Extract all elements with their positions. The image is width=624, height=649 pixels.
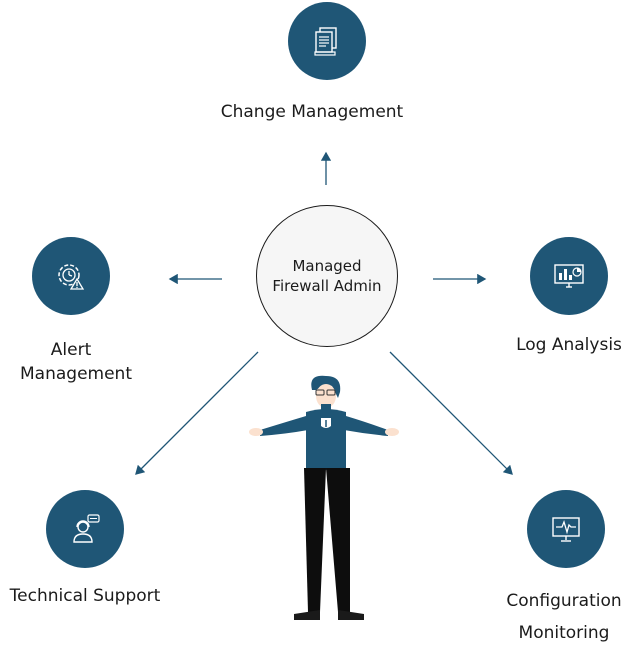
administrator-illustration [249,375,399,620]
node-change-management [288,2,366,80]
analytics-monitor-icon [550,257,588,295]
label-technical-support: Technical Support [9,586,161,606]
center-label-line1: Managed [292,257,362,275]
label-alert-management-line2: Management [20,364,132,384]
label-change-management: Change Management [220,102,404,122]
node-configuration-monitoring [527,490,605,568]
center-label-line2: Firewall Admin [272,277,382,295]
alert-gear-icon [52,257,90,295]
documents-icon [309,23,345,59]
support-agent-icon [66,510,104,548]
node-technical-support [46,490,124,568]
label-configuration-monitoring-line2: Monitoring [518,623,610,643]
arrow-to-technical-support [135,351,259,475]
arrow-to-configuration-monitoring [389,351,513,475]
label-alert-management: Alert Management [20,338,132,386]
center-node: Managed Firewall Admin [256,205,398,347]
label-alert-management-line1: Alert [50,340,92,360]
label-configuration-monitoring-line1: Configuration [506,591,622,611]
node-log-analysis [530,237,608,315]
node-alert-management [32,237,110,315]
monitor-pulse-icon [547,510,585,548]
label-log-analysis: Log Analysis [516,335,622,355]
label-configuration-monitoring: Configuration Monitoring [498,585,624,649]
